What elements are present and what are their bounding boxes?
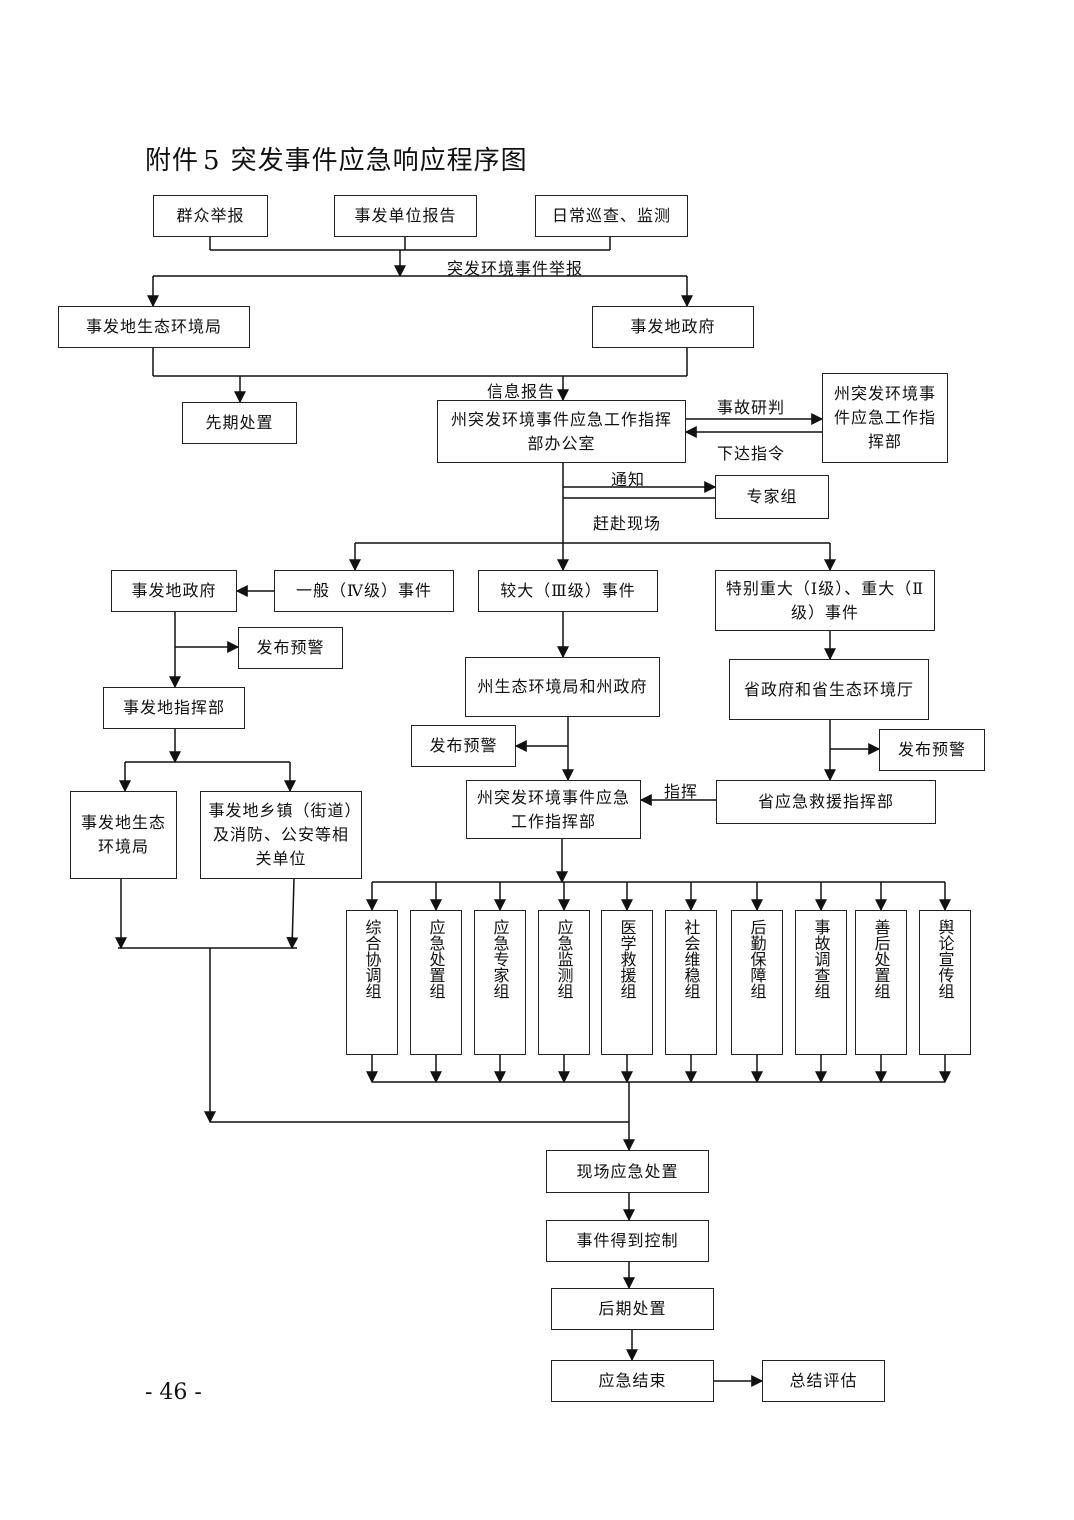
group-box: 应急处置组 [410,910,462,1055]
node-local-eco-bureau-2: 事发地生态环境局 [70,791,177,879]
label-study: 事故研判 [717,398,786,417]
node-report-public: 群众举报 [153,195,268,237]
node-expert-group: 专家组 [715,475,829,519]
node-warning-3: 发布预警 [879,729,985,771]
node-general-event: 一般（Ⅳ级）事件 [274,570,454,612]
label-event-report: 突发环境事件举报 [447,259,584,278]
node-major-event: 特别重大（Ⅰ级）、重大（Ⅱ级）事件 [715,570,935,631]
node-report-unit: 事发单位报告 [334,195,477,237]
group-box: 事故调查组 [795,910,847,1055]
node-patrol: 日常巡查、监测 [535,195,688,237]
node-end: 应急结束 [551,1360,714,1402]
node-province-gov: 省政府和省生态环境厅 [729,659,929,720]
node-local-gov: 事发地政府 [592,306,754,348]
node-state-hq: 州突发环境事件应急工作指挥部 [822,373,948,463]
page-number: - 46 - [145,1380,202,1405]
node-state-eco-gov: 州生态环境局和州政府 [465,657,660,717]
group-box: 社会维稳组 [665,910,717,1055]
node-local-gov-2: 事发地政府 [111,570,237,612]
group-box: 善后处置组 [855,910,907,1055]
node-warning-1: 发布预警 [238,627,343,669]
node-local-command: 事发地指挥部 [103,687,245,729]
node-controlled: 事件得到控制 [546,1220,709,1262]
node-larger-event: 较大（Ⅲ级）事件 [478,570,658,612]
group-box: 应急监测组 [538,910,590,1055]
label-command: 指挥 [664,782,699,801]
group-box: 后勤保障组 [731,910,783,1055]
group-box: 舆论宣传组 [919,910,971,1055]
node-initial-response: 先期处置 [182,402,297,444]
node-local-eco-bureau: 事发地生态环境局 [58,306,250,348]
node-local-towns: 事发地乡镇（街道）及消防、公安等相关单位 [200,791,362,879]
group-box: 医学救援组 [601,910,653,1055]
node-evaluation: 总结评估 [762,1360,885,1402]
label-info-report: 信息报告 [487,382,556,401]
node-warning-2: 发布预警 [411,725,516,767]
group-box: 综合协调组 [346,910,398,1055]
node-aftermath: 后期处置 [551,1288,714,1330]
label-order: 下达指令 [717,444,786,463]
node-state-response-hq: 州突发环境事件应急工作指挥部 [466,780,641,839]
label-go-scene: 赶赴现场 [593,514,662,533]
node-province-rescue-hq: 省应急救援指挥部 [716,780,936,824]
group-box: 应急专家组 [474,910,526,1055]
label-notify: 通知 [611,470,646,489]
node-office: 州突发环境事件应急工作指挥部办公室 [437,400,686,463]
node-onsite: 现场应急处置 [546,1150,709,1193]
